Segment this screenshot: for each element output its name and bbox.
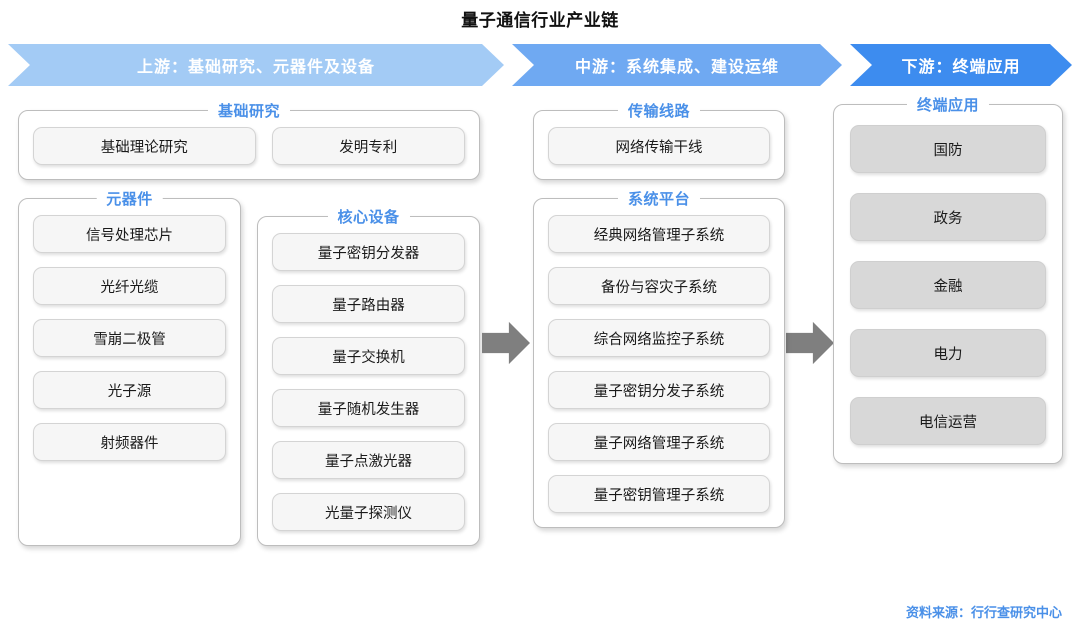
group-legend: 传输线路 [617,100,701,121]
list-item[interactable]: 电信运营 [850,397,1046,445]
group-items: 信号处理芯片 光纤光缆 雪崩二极管 光子源 射频器件 [33,215,226,461]
list-item[interactable]: 经典网络管理子系统 [548,215,770,253]
list-item[interactable]: 国防 [850,125,1046,173]
list-item[interactable]: 射频器件 [33,423,226,461]
list-item[interactable]: 光纤光缆 [33,267,226,305]
list-item[interactable]: 基础理论研究 [33,127,256,165]
list-item[interactable]: 光量子探测仪 [272,493,465,531]
banner-segment-midstream[interactable]: 中游：系统集成、建设运维 [512,44,842,86]
list-item[interactable]: 备份与容灾子系统 [548,267,770,305]
banner-segment-label: 中游：系统集成、建设运维 [574,59,779,76]
group-items: 基础理论研究 发明专利 [33,127,465,165]
list-item[interactable]: 量子密钥分发子系统 [548,371,770,409]
list-item[interactable]: 金融 [850,261,1046,309]
group-basic-research: 基础研究 基础理论研究 发明专利 [18,100,480,180]
page-title: 量子通信行业产业链 [461,11,619,30]
group-transmission-line: 传输线路 网络传输干线 [533,100,785,180]
list-item[interactable]: 综合网络监控子系统 [548,319,770,357]
source-note: 资料来源：行行查研究中心 [905,605,1062,620]
group-items: 国防 政务 金融 电力 电信运营 [850,125,1046,445]
group-legend: 基础研究 [207,100,291,121]
list-item[interactable]: 光子源 [33,371,226,409]
list-item[interactable]: 量子密钥管理子系统 [548,475,770,513]
list-item[interactable]: 量子点激光器 [272,441,465,479]
list-item[interactable]: 雪崩二极管 [33,319,226,357]
list-item[interactable]: 政务 [850,193,1046,241]
group-items: 经典网络管理子系统 备份与容灾子系统 综合网络监控子系统 量子密钥分发子系统 量… [548,215,770,513]
flow-arrow-right-icon [786,321,834,365]
group-legend: 终端应用 [906,94,990,115]
list-item[interactable]: 量子交换机 [272,337,465,375]
upstream-lower-row: 元器件 信号处理芯片 光纤光缆 雪崩二极管 光子源 射频器件 核心设备 量子密钥… [18,188,480,546]
list-item[interactable]: 量子网络管理子系统 [548,423,770,461]
list-item[interactable]: 量子路由器 [272,285,465,323]
group-items: 量子密钥分发器 量子路由器 量子交换机 量子随机发生器 量子点激光器 光量子探测… [272,233,465,531]
column-upstream: 基础研究 基础理论研究 发明专利 元器件 信号处理芯片 光纤光缆 雪崩二极管 光… [18,100,480,546]
list-item[interactable]: 网络传输干线 [548,127,770,165]
banner-segment-downstream[interactable]: 下游：终端应用 [850,44,1072,86]
flow-arrow-right-icon [482,321,530,365]
list-item[interactable]: 发明专利 [271,127,465,165]
group-legend: 系统平台 [617,188,701,209]
list-item[interactable]: 量子密钥分发器 [272,233,465,271]
group-core-equipment: 核心设备 量子密钥分发器 量子路由器 量子交换机 量子随机发生器 量子点激光器 … [257,206,480,546]
group-legend: 元器件 [96,188,163,209]
banner-segment-upstream[interactable]: 上游：基础研究、元器件及设备 [8,44,504,86]
list-item[interactable]: 信号处理芯片 [33,215,226,253]
group-system-platform: 系统平台 经典网络管理子系统 备份与容灾子系统 综合网络监控子系统 量子密钥分发… [533,188,785,528]
group-terminal-applications: 终端应用 国防 政务 金融 电力 电信运营 [833,94,1063,464]
value-chain-banner: 上游：基础研究、元器件及设备 中游：系统集成、建设运维 下游：终端应用 [8,44,1072,86]
column-downstream: 终端应用 国防 政务 金融 电力 电信运营 [833,94,1063,464]
group-legend: 核心设备 [327,206,410,227]
banner-segment-label: 上游：基础研究、元器件及设备 [136,59,375,76]
list-item[interactable]: 量子随机发生器 [272,389,465,427]
banner-segment-label: 下游：终端应用 [901,59,1021,76]
column-midstream: 传输线路 网络传输干线 系统平台 经典网络管理子系统 备份与容灾子系统 综合网络… [533,100,785,528]
group-items: 网络传输干线 [548,127,770,165]
group-components: 元器件 信号处理芯片 光纤光缆 雪崩二极管 光子源 射频器件 [18,188,241,546]
list-item[interactable]: 电力 [850,329,1046,377]
